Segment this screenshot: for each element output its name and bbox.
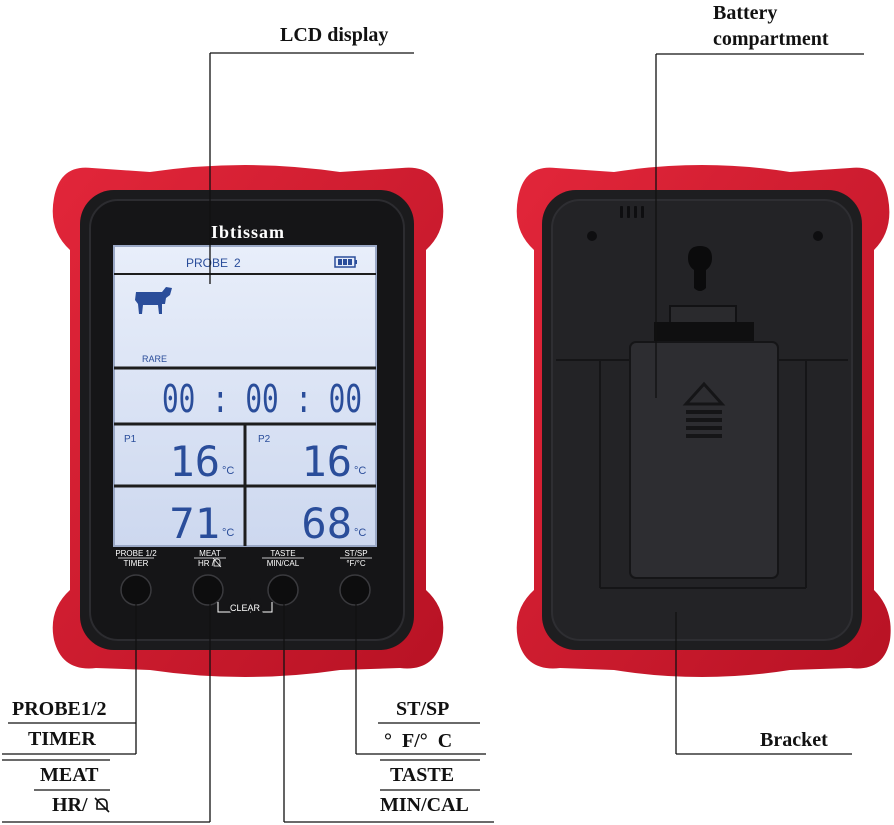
battery-icon: [334, 256, 357, 268]
device-button-stsp[interactable]: ST/SP °F/°C: [339, 549, 372, 606]
speaker-grill-icon: [620, 206, 644, 218]
label-fc: ° F/° C: [384, 730, 453, 752]
button-taste-top-label: TASTE: [270, 549, 295, 558]
screw-right-icon: [813, 231, 823, 241]
lcd-p2-temp: 16: [301, 437, 352, 486]
lcd-p1-target: 71: [169, 499, 220, 548]
button-taste-knob[interactable]: [267, 574, 299, 606]
button-stsp-bottom-label: °F/°C: [346, 559, 366, 568]
button-meat-knob[interactable]: [192, 574, 224, 606]
lcd-p1-unit: °C: [222, 465, 234, 477]
mute-bell-icon: [212, 557, 222, 568]
lcd-p1-target-unit: °C: [222, 527, 234, 539]
screw-left-icon: [587, 231, 597, 241]
clear-bracket: [217, 602, 273, 613]
lcd-p1-label: P1: [124, 434, 137, 445]
lcd-p2-unit: °C: [354, 465, 366, 477]
button-stsp-top-label: ST/SP: [344, 549, 367, 558]
label-timer: TIMER: [28, 728, 96, 750]
leader-lines: [2, 52, 864, 823]
label-battery-line2: compartment: [713, 28, 829, 50]
cow-icon: [135, 287, 172, 314]
device-button-taste[interactable]: TASTE MIN/CAL: [262, 549, 304, 606]
battery-cover: [629, 341, 779, 579]
button-meat-top-label: MEAT: [199, 549, 221, 558]
clear-label: CLEAR: [230, 603, 261, 613]
mute-bell-label-icon: [93, 797, 110, 813]
lcd-probe-number: 2: [234, 256, 241, 270]
label-mincal: MIN/CAL: [380, 794, 469, 816]
button-probe-bottom-label: TIMER: [124, 559, 149, 568]
button-probe-top-label: PROBE 1/2: [115, 549, 157, 558]
button-probe-knob[interactable]: [120, 574, 152, 606]
lcd-p2-label: P2: [258, 434, 271, 445]
eject-arrow-icon: [682, 381, 726, 438]
lcd-p2-target: 68: [301, 499, 352, 548]
lcd-doneness: RARE: [142, 354, 167, 364]
button-meat-bottom-label: HR /: [198, 559, 215, 568]
button-stsp-knob[interactable]: [339, 574, 371, 606]
label-battery-line1: Battery: [713, 2, 778, 24]
label-taste: TASTE: [390, 764, 455, 786]
back-device: [516, 165, 891, 677]
lcd-p1-temp: 16: [169, 437, 220, 486]
label-stsp: ST/SP: [396, 698, 450, 720]
lcd-p2-target-unit: °C: [354, 527, 366, 539]
button-taste-bottom-label: MIN/CAL: [267, 559, 300, 568]
keyhole-hanger-icon: [688, 246, 712, 291]
label-lcd-display: LCD display: [280, 24, 389, 46]
label-bracket: Bracket: [760, 729, 828, 751]
label-probe12: PROBE1/2: [12, 698, 107, 720]
lcd-screen: PROBE 2 RARE 00 : 00 : 00 P1 16: [113, 245, 377, 548]
front-device: Ibtissam PROBE 2 RARE 00 : 00 : 00: [52, 165, 444, 677]
brand-logo: Ibtissam: [211, 222, 285, 242]
device-button-meat[interactable]: MEAT HR /: [192, 549, 226, 606]
label-hr: HR/: [52, 792, 111, 818]
lcd-timer: 00 : 00 : 00: [162, 377, 362, 421]
lcd-probe-label: PROBE: [186, 256, 228, 270]
label-meat: MEAT: [40, 764, 99, 786]
label-hr-text: HR/: [52, 794, 88, 816]
